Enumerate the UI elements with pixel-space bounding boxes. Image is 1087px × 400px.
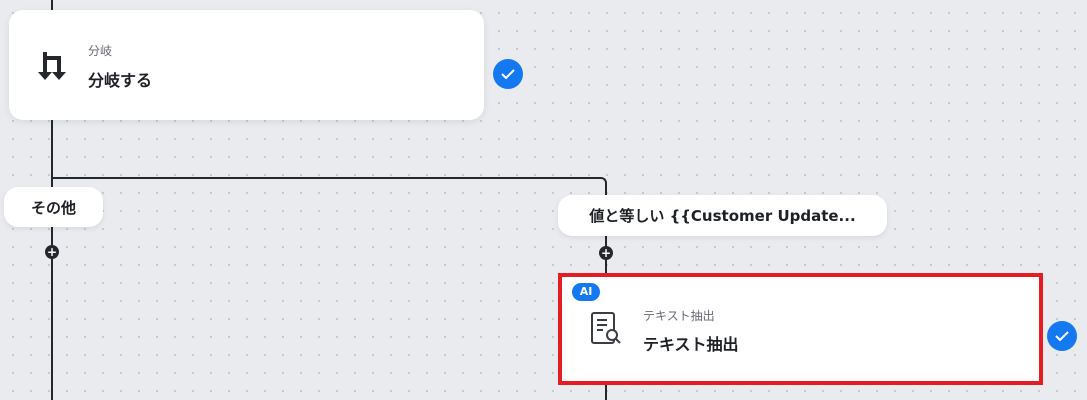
extract-node-subtitle: テキスト抽出 <box>643 309 715 323</box>
branch-node-subtitle: 分岐 <box>88 44 113 58</box>
branch-node-card[interactable]: 分岐 分岐する <box>9 10 484 120</box>
check-icon <box>1047 321 1077 351</box>
connector-branch <box>51 177 601 179</box>
extract-node-title: テキスト抽出 <box>643 335 739 354</box>
branch-node-title: 分岐する <box>88 71 153 90</box>
add-step-button[interactable]: + <box>45 245 59 259</box>
branch-icon <box>38 52 66 80</box>
ai-badge: AI <box>572 283 600 301</box>
add-step-button[interactable]: + <box>599 246 613 260</box>
document-search-icon <box>591 312 621 344</box>
connector-right-below <box>605 380 607 400</box>
check-icon <box>493 59 523 89</box>
connector-corner <box>595 177 607 191</box>
branch-label-equals[interactable]: 値と等しい {{Customer Update... <box>558 195 887 236</box>
extract-node-highlight: AI テキスト抽出 テキスト抽出 <box>558 273 1043 385</box>
branch-label-other[interactable]: その他 <box>4 187 103 227</box>
